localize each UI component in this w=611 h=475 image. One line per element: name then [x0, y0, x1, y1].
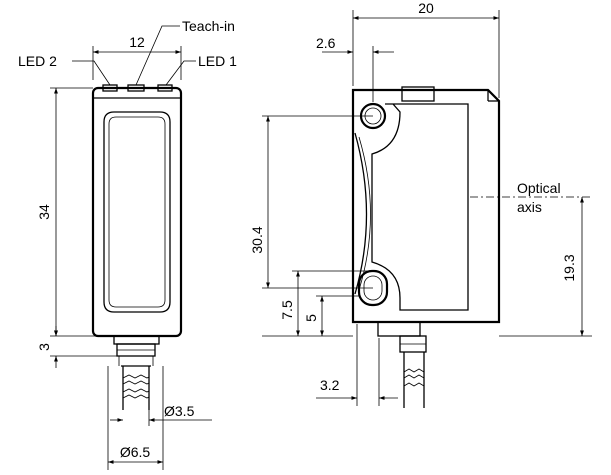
dim-lower-hole-outer: 7.5	[279, 300, 295, 320]
dim-front-width: 12	[129, 34, 145, 50]
side-dimensions: 20 2.6 30.4 7.5 5 19.3 3.2	[249, 0, 592, 406]
dim-cable-diameter: Ø3.5	[164, 403, 195, 419]
label-optical: Optical	[517, 180, 561, 196]
dim-connector-diameter: Ø6.5	[120, 444, 151, 460]
side-top-notch	[401, 86, 435, 102]
side-curved-wall	[354, 132, 368, 295]
side-housing	[351, 88, 501, 324]
label-axis: axis	[517, 199, 542, 215]
front-callouts: Teach-in LED 2 LED 1	[18, 18, 237, 86]
side-view	[351, 86, 592, 408]
dim-lower-hole-center: 5	[303, 314, 319, 322]
dim-side-offset: 2.6	[316, 35, 336, 51]
front-housing	[91, 86, 183, 338]
front-lens-window	[103, 111, 171, 313]
label-teach-in: Teach-in	[182, 18, 235, 34]
label-led-1: LED 1	[198, 53, 237, 69]
dim-front-base: 3	[36, 343, 52, 351]
label-led-2: LED 2	[18, 53, 57, 69]
front-view	[91, 84, 183, 410]
dim-front-height: 34	[36, 204, 52, 220]
front-dimensions: 12 34 3 Ø3.5 Ø6.5	[36, 34, 212, 470]
optical-axis-label: Optical axis	[517, 180, 561, 215]
side-connector-base	[377, 321, 421, 337]
dim-optical-axis-height: 19.3	[561, 254, 577, 281]
front-connector-base	[113, 335, 160, 345]
dim-hole-spacing: 30.4	[249, 226, 265, 253]
side-pocket	[371, 103, 469, 311]
dim-side-width: 20	[418, 0, 434, 16]
dim-connector-offset: 3.2	[320, 377, 340, 393]
led-1-indicator	[157, 84, 173, 92]
